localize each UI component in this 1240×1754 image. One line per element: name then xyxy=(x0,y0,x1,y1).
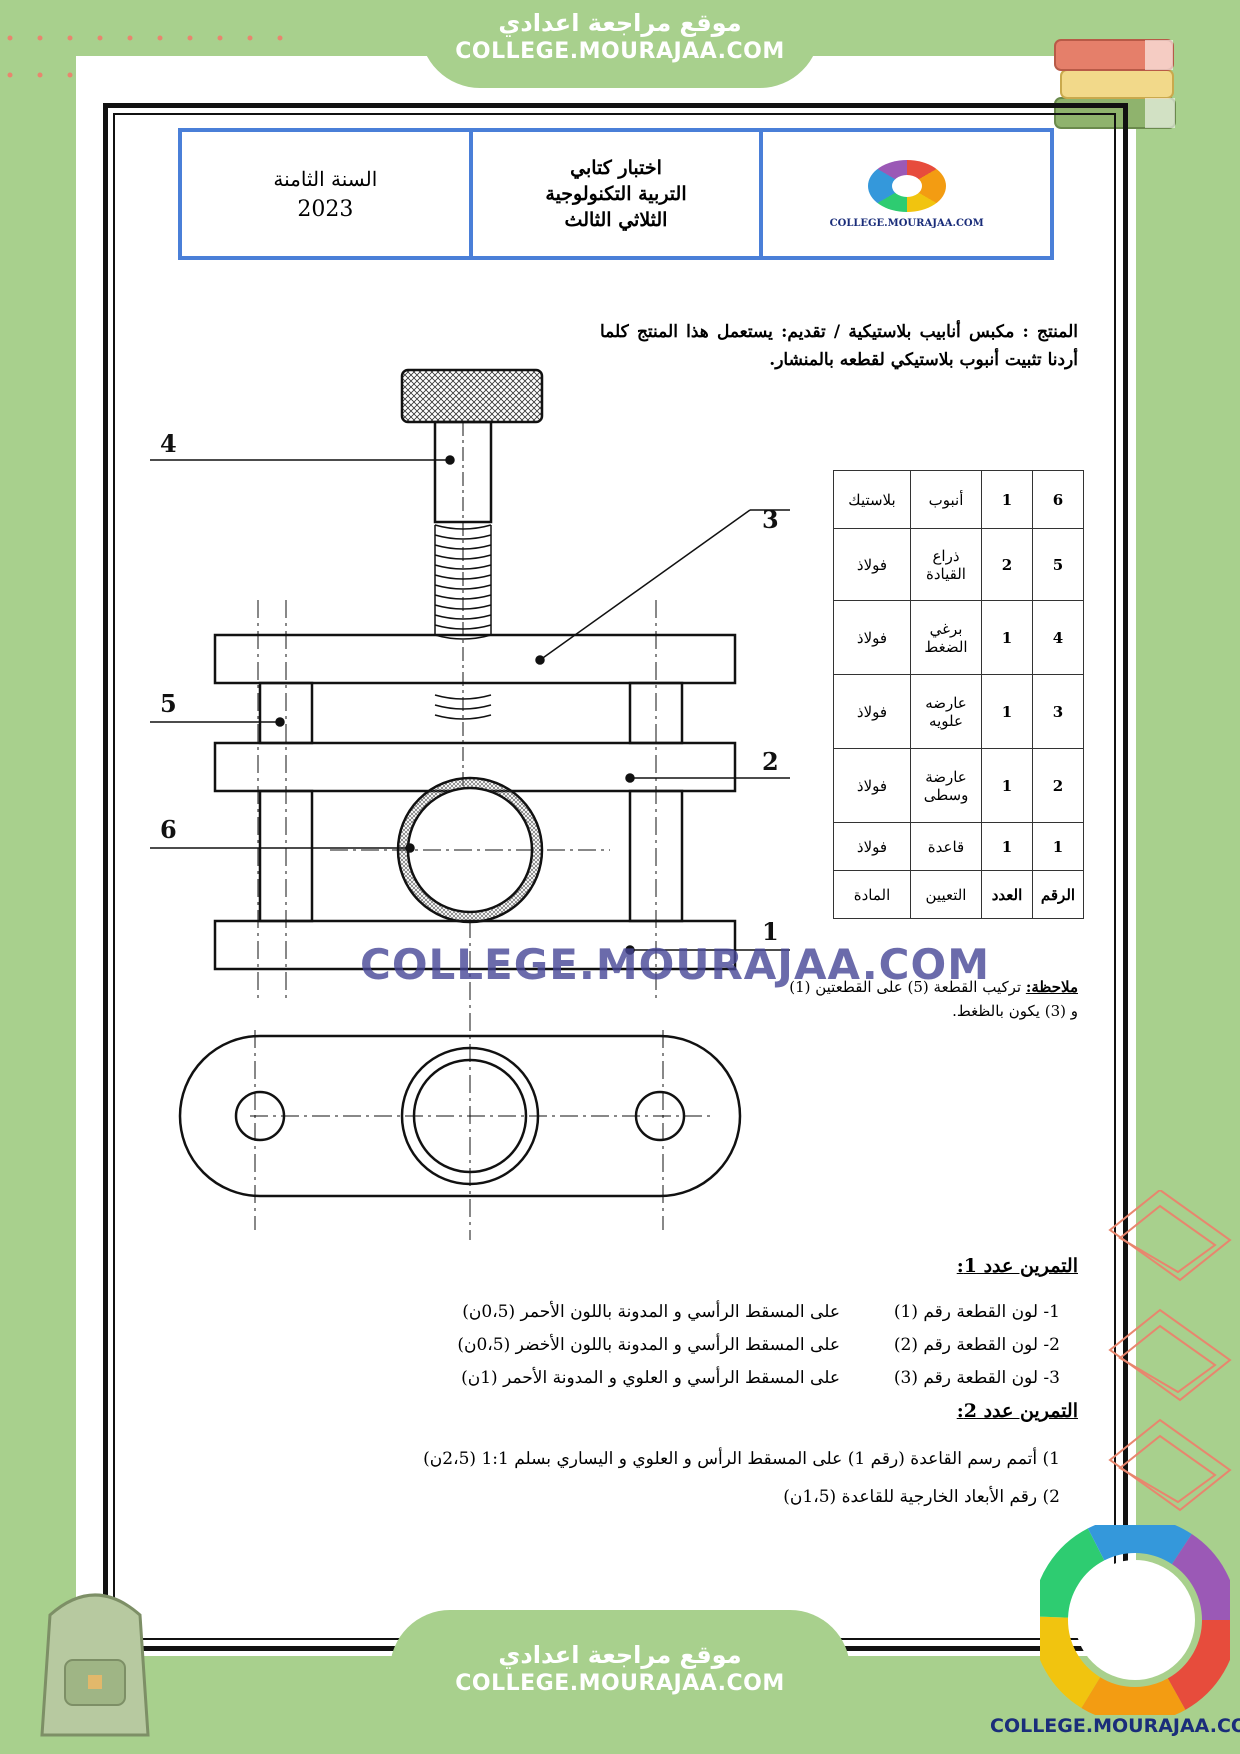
grade-label: السنة الثامنة xyxy=(273,166,378,191)
label-5: 5 xyxy=(160,689,177,718)
exercise-1-line: 3- لون القطعة رقم (3) على المسقط الرأسي … xyxy=(380,1362,1060,1395)
part-name: برغي الضغط xyxy=(910,600,982,675)
watermark: COLLEGE.MOURAJAA.COM xyxy=(360,940,991,989)
label-2: 2 xyxy=(762,747,779,776)
label-3: 3 xyxy=(762,505,779,534)
exercise-2-lines: 1) أتمم رسم القاعدة (رقم 1) على المسقط ا… xyxy=(360,1440,1060,1516)
part-name: ذراع القيادة xyxy=(910,528,982,601)
books-icon xyxy=(1054,39,1176,129)
bottom-banner-arabic: موقع مراجعة اعدادي xyxy=(498,1641,742,1669)
school-logo-icon xyxy=(867,159,946,212)
header-material: المادة xyxy=(833,870,911,919)
part-number: 2 xyxy=(1032,748,1084,823)
exercise-item: 1- لون القطعة رقم (1) xyxy=(893,1302,1060,1322)
assembly-note: ملاحظة: تركيب القطعة (5) على القطعتين (1… xyxy=(700,975,1078,1023)
part-material: فولاذ xyxy=(833,528,911,601)
note-text: تركيب القطعة (5) على القطعتين (1) xyxy=(789,978,1026,996)
exam-type: اختبار كتابي xyxy=(570,157,662,179)
logo-cell: COLLEGE.MOURAJAA.COM xyxy=(759,132,1050,256)
year-label: 2023 xyxy=(297,196,354,222)
part-material: فولاذ xyxy=(833,600,911,675)
note-text-2: و (3) يكون بالظغط. xyxy=(952,1002,1078,1020)
part-number: 6 xyxy=(1032,470,1084,529)
part-material: بلاستيك xyxy=(833,470,911,529)
exercise-item-detail: على المسقط الرأسي و العلوي و المدونة الأ… xyxy=(461,1368,840,1388)
header-table: السنة الثامنة 2023 اختبار كتابي التربية … xyxy=(178,128,1054,260)
exercise-item: 3- لون القطعة رقم (3) xyxy=(893,1368,1060,1388)
label-1: 1 xyxy=(762,917,779,946)
table-header-row: الرقم العدد التعيين المادة xyxy=(833,870,1084,919)
bottom-banner-url: COLLEGE.MOURAJAA.COM xyxy=(455,1671,785,1696)
part-qty: 1 xyxy=(981,748,1033,823)
corner-url: COLLEGE.MOURAJAA.COM xyxy=(990,1715,1240,1737)
leader-lines xyxy=(150,455,790,955)
part-number: 4 xyxy=(1032,600,1084,675)
technical-drawing: 4 3 5 2 6 1 xyxy=(150,368,790,1240)
note-label: ملاحظة: xyxy=(1025,978,1078,996)
header-name: التعيين xyxy=(910,870,982,919)
part-number: 1 xyxy=(1032,822,1084,871)
exercise-1-line: 1- لون القطعة رقم (1) على المسقط الرأسي … xyxy=(380,1296,1060,1329)
top-view xyxy=(178,1034,742,1198)
backpack-icon xyxy=(40,1593,150,1737)
table-row: 5 2 ذراع القيادة فولاذ xyxy=(833,528,1084,601)
school-logo-icon xyxy=(1040,1525,1230,1715)
table-row: 3 1 عارضه علويه فولاذ xyxy=(833,674,1084,749)
part-qty: 1 xyxy=(981,674,1033,749)
part-material: فولاذ xyxy=(833,674,911,749)
table-row: 6 1 أنبوب بلاستيك xyxy=(833,470,1084,529)
decorative-shapes xyxy=(1108,1190,1232,1512)
subject: التربية التكنولوجية xyxy=(545,183,687,205)
top-banner-url: COLLEGE.MOURAJAA.COM xyxy=(455,39,785,64)
top-banner-arabic: موقع مراجعة اعدادي xyxy=(498,9,742,37)
term: الثلاثي الثالث xyxy=(564,209,668,231)
exercise-2-line: 1) أتمم رسم القاعدة (رقم 1) على المسقط ا… xyxy=(423,1449,1060,1469)
header-qty: العدد xyxy=(981,870,1033,919)
exercise-1-title: التمرين عدد 1: xyxy=(956,1255,1078,1277)
grade-cell: السنة الثامنة 2023 xyxy=(182,132,469,256)
part-qty: 2 xyxy=(981,528,1033,601)
part-qty: 1 xyxy=(981,822,1033,871)
exercise-2-line: 2) رقم الأبعاد الخارجية للقاعدة (1،5ن) xyxy=(783,1487,1060,1507)
table-row: 1 1 قاعدة فولاذ xyxy=(833,822,1084,871)
table-row: 4 1 برغي الضغط فولاذ xyxy=(833,600,1084,675)
table-row: 2 1 عارضة وسطى فولاذ xyxy=(833,748,1084,823)
part-number: 5 xyxy=(1032,528,1084,601)
header-number: الرقم xyxy=(1032,870,1084,919)
parts-table: 6 1 أنبوب بلاستيك 5 2 ذراع القيادة فولاذ… xyxy=(833,470,1084,919)
exercise-1-lines: 1- لون القطعة رقم (1) على المسقط الرأسي … xyxy=(380,1296,1060,1395)
logo-text: COLLEGE.MOURAJAA.COM xyxy=(829,217,984,229)
part-name: عارضة وسطى xyxy=(910,748,982,823)
part-name: قاعدة xyxy=(910,822,982,871)
part-qty: 1 xyxy=(981,600,1033,675)
part-name: أنبوب xyxy=(910,470,982,529)
exercise-2-title: التمرين عدد 2: xyxy=(956,1400,1078,1422)
part-qty: 1 xyxy=(981,470,1033,529)
product-intro: المنتج : مكبس أنابيب بلاستيكية / تقديم: … xyxy=(600,322,1078,370)
exercise-1-line: 2- لون القطعة رقم (2) على المسقط الرأسي … xyxy=(380,1329,1060,1362)
exercise-item-detail: على المسقط الرأسي و المدونة باللون الأخض… xyxy=(457,1335,840,1355)
title-cell: اختبار كتابي التربية التكنولوجية الثلاثي… xyxy=(468,132,760,256)
exercise-2: التمرين عدد 2: xyxy=(560,1400,1078,1422)
exercise-item: 2- لون القطعة رقم (2) xyxy=(893,1335,1060,1355)
part-material: فولاذ xyxy=(833,748,911,823)
top-banner[interactable]: موقع مراجعة اعدادي COLLEGE.MOURAJAA.COM xyxy=(420,8,820,88)
label-4: 4 xyxy=(160,429,177,458)
label-6: 6 xyxy=(160,815,177,844)
part-material: فولاذ xyxy=(833,822,911,871)
exercise-item-detail: على المسقط الرأسي و المدونة باللون الأحم… xyxy=(462,1302,840,1322)
bottom-banner[interactable]: موقع مراجعة اعدادي COLLEGE.MOURAJAA.COM xyxy=(390,1610,850,1720)
part-number: 3 xyxy=(1032,674,1084,749)
exercise-1: التمرين عدد 1: xyxy=(560,1255,1078,1277)
part-name: عارضه علويه xyxy=(910,674,982,749)
